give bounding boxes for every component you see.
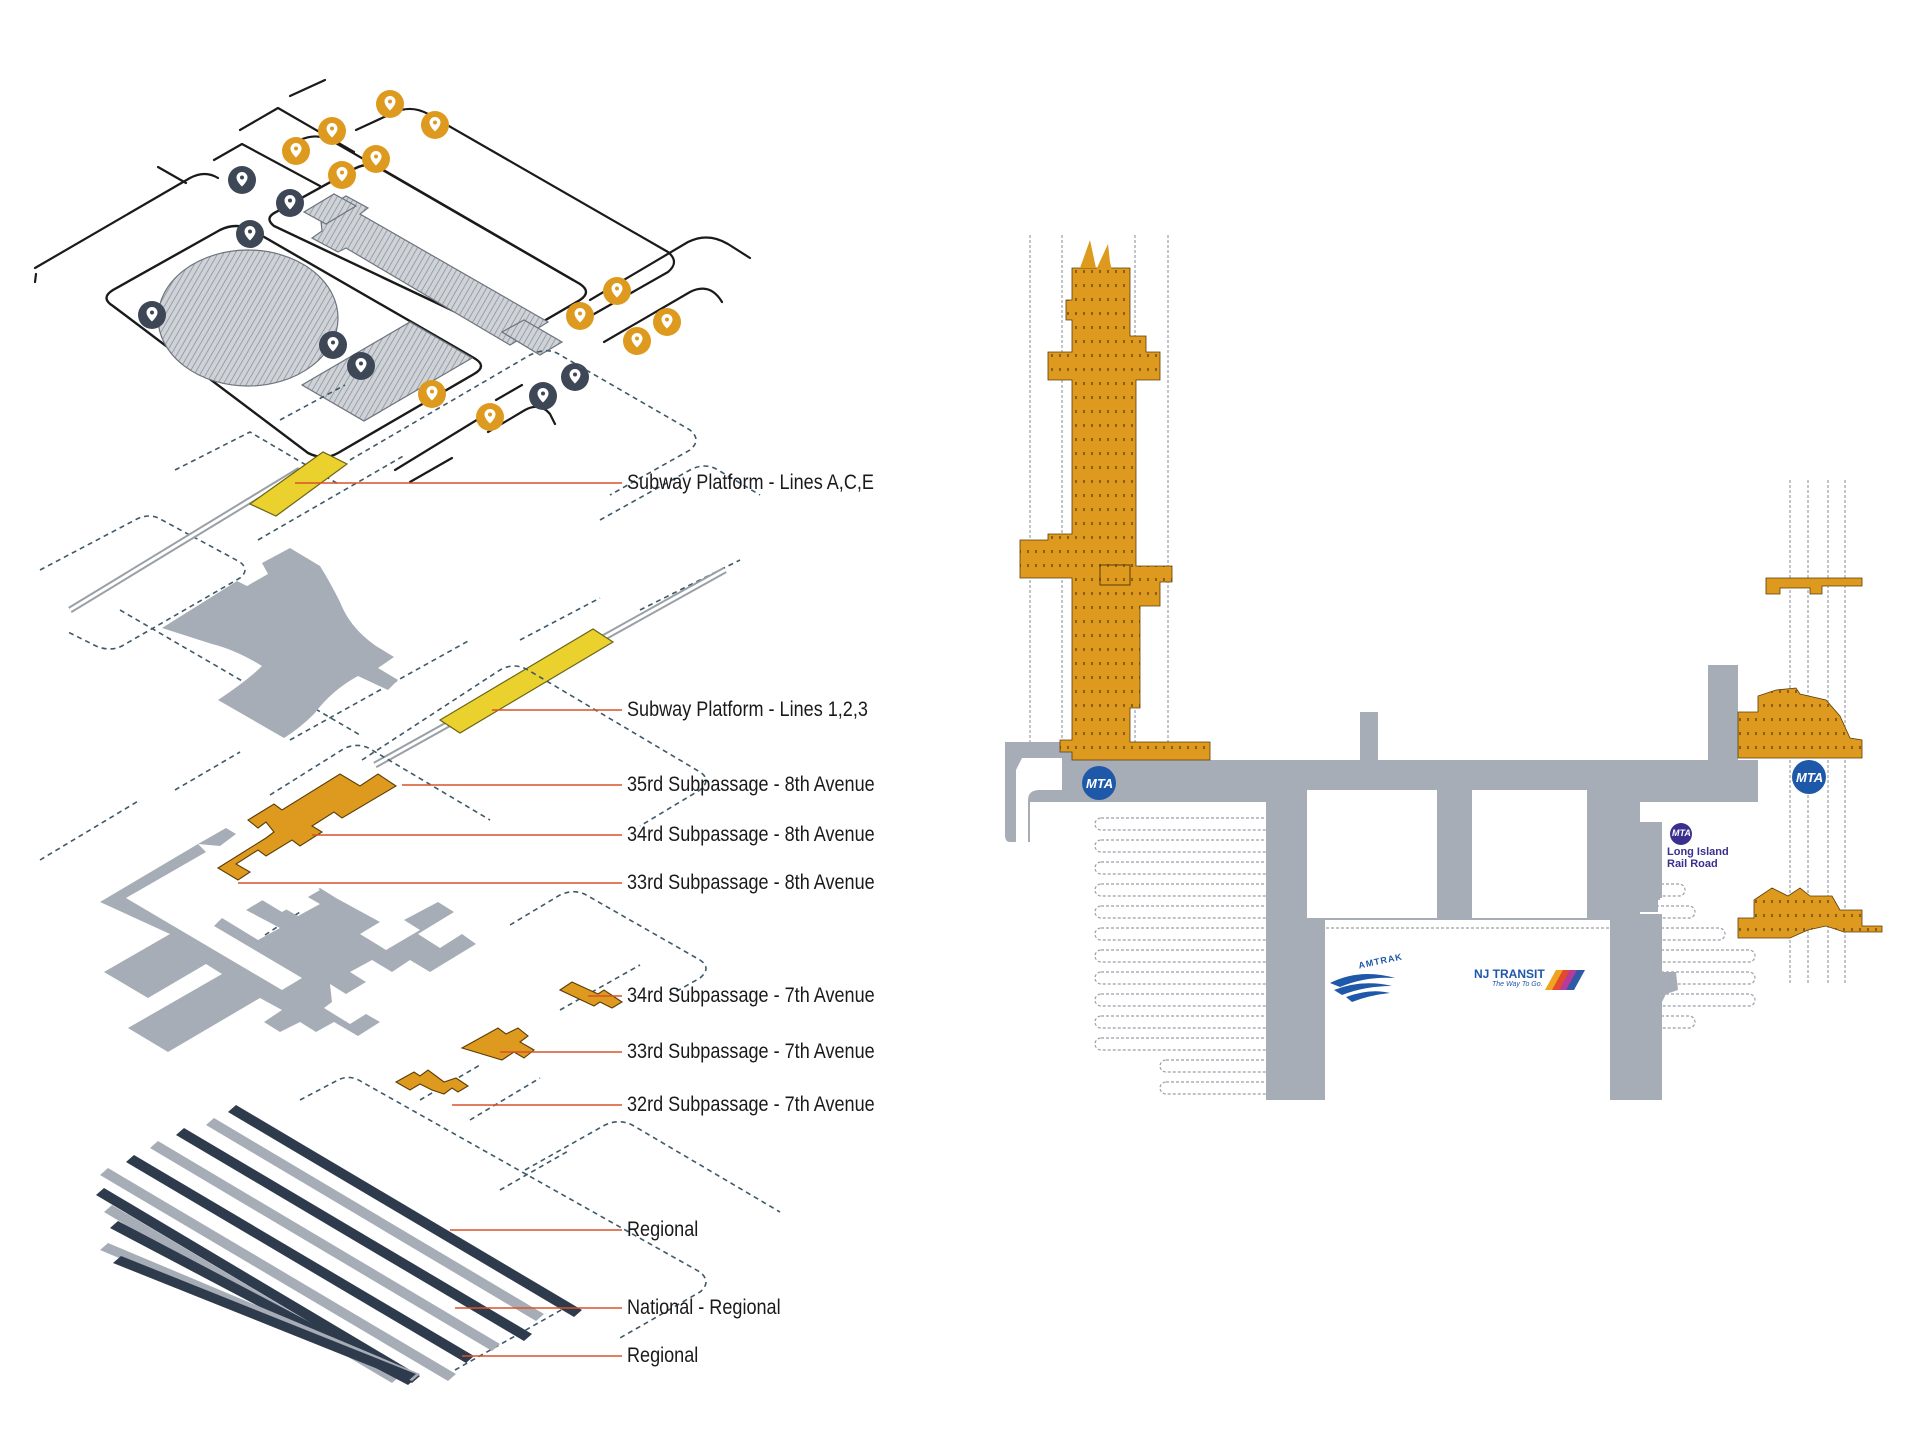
entrance-pin-icon xyxy=(653,308,681,336)
label-subway-123: Subway Platform - Lines 1,2,3 xyxy=(627,698,868,721)
entrance-pin-icon xyxy=(418,380,446,408)
njtransit-tagline: The Way To Go. xyxy=(1492,981,1543,988)
concourse-void xyxy=(1307,790,1437,918)
entrance-pin-icon xyxy=(362,145,390,173)
lirr-mta-text: MTA xyxy=(1672,828,1691,838)
mta-logo-left xyxy=(1082,766,1116,800)
lirr-line2: Rail Road xyxy=(1667,858,1718,870)
mta-logo-text-left: MTA xyxy=(1086,776,1114,791)
entrance-pin-icon xyxy=(476,403,504,431)
label-national-regional: National - Regional xyxy=(627,1296,781,1319)
njtransit-text: NJ TRANSIT xyxy=(1474,967,1545,981)
label-subpassage-34-8th: 34rd Subpassage - 8th Avenue xyxy=(627,823,875,846)
lirr-logo xyxy=(1670,823,1692,845)
mta-logo-right xyxy=(1792,760,1826,794)
entrance-pin-icon xyxy=(282,137,310,165)
tower-roof xyxy=(300,321,474,422)
eighth-avenue-concourse xyxy=(1019,267,1211,761)
subpassage-33rd-7th xyxy=(460,1027,535,1061)
subway-level-layer xyxy=(39,349,761,769)
station-pin-icon xyxy=(319,331,347,359)
station-pin-icon xyxy=(347,352,375,380)
entrance-pin-icon xyxy=(328,161,356,189)
subpassage-34th-7th xyxy=(558,981,624,1009)
amtrak-logo xyxy=(1330,974,1395,1002)
east-passage-33rd xyxy=(1737,887,1883,939)
label-subway-ace: Subway Platform - Lines A,C,E xyxy=(627,471,874,494)
lirr-line1: Long Island xyxy=(1667,846,1729,858)
entrance-pin-icon xyxy=(603,277,631,305)
subpassage-34th-8th xyxy=(216,773,398,881)
label-regional-bottom: Regional xyxy=(627,1344,699,1367)
label-subpassage-32-7th: 32rd Subpassage - 7th Avenue xyxy=(627,1093,875,1116)
subpassage-32nd-7th xyxy=(394,1069,470,1095)
label-regional-top: Regional xyxy=(627,1218,699,1241)
njtransit-logo xyxy=(1545,970,1585,990)
penn-concourse-upper xyxy=(162,548,398,738)
label-subpassage-35-8th: 35rd Subpassage - 8th Avenue xyxy=(627,773,875,796)
street-curb-line xyxy=(156,165,188,185)
east-passage-north xyxy=(1765,577,1863,595)
entrance-pin-icon xyxy=(376,90,404,118)
label-subpassage-33-8th: 33rd Subpassage - 8th Avenue xyxy=(627,871,875,894)
entrance-pin-icon xyxy=(318,117,346,145)
street-curb-line xyxy=(33,172,220,270)
label-subpassage-33-7th: 33rd Subpassage - 7th Avenue xyxy=(627,1040,875,1063)
building-roof xyxy=(310,195,550,346)
arena-roof xyxy=(157,249,339,387)
entrance-pin-icon xyxy=(623,327,651,355)
station-pin-icon xyxy=(138,301,166,329)
station-pin-icon xyxy=(276,189,304,217)
plan-view xyxy=(1005,235,1883,1100)
station-pin-icon xyxy=(236,220,264,248)
leader-lines xyxy=(238,482,622,1357)
mta-logo-text-right: MTA xyxy=(1796,770,1824,785)
concourse-void xyxy=(1472,790,1587,918)
station-pin-icon xyxy=(561,363,589,391)
label-subpassage-34-7th: 34rd Subpassage - 7th Avenue xyxy=(627,984,875,1007)
entrance-pin-icon xyxy=(421,111,449,139)
platform-level-layer xyxy=(96,1076,781,1385)
entrance-pin-icon xyxy=(566,302,594,330)
east-passage-34th xyxy=(1737,687,1863,759)
subway-platform-123 xyxy=(438,628,615,734)
street-level-layer xyxy=(33,78,752,484)
subpassage-level-layer xyxy=(39,665,707,1121)
station-pin-icon xyxy=(228,166,256,194)
subway-platform-ace xyxy=(248,451,349,517)
penn-concourse-lower xyxy=(100,844,476,1052)
station-pin-icon xyxy=(529,382,557,410)
